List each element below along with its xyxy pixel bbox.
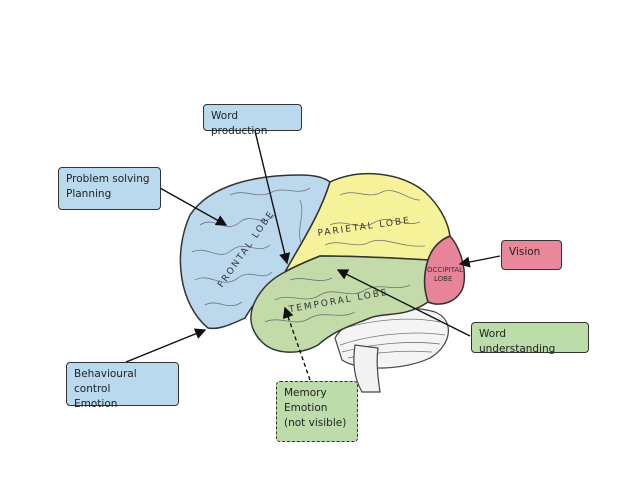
arrow-memory: [282, 306, 311, 381]
arrow-vision: [458, 255, 501, 268]
memory-box: Memory Emotion (not visible): [276, 381, 358, 442]
brain-stem: [353, 344, 381, 393]
occipital-lobe-label-2: LOBE: [434, 275, 452, 283]
arrow-problem-solving: [159, 187, 228, 226]
problem-solving-box: Problem solving Planning: [58, 167, 161, 210]
behavioural-control-box: Behavioural control Emotion: [66, 362, 179, 410]
gyri-texture: [191, 187, 426, 323]
frontal-lobe: [179, 174, 331, 330]
arrows: [125, 130, 501, 381]
occipital-lobe-label-1: OCCIPITAL: [427, 266, 463, 274]
arrow-word-understanding: [336, 269, 471, 337]
word-understanding-box: Word understanding: [471, 322, 589, 355]
temporal-lobe: [250, 255, 430, 353]
arrow-behavioural: [125, 328, 207, 363]
vision-box: Vision: [501, 240, 562, 270]
arrow-word-production: [254, 130, 291, 265]
word-production-box: Word production: [203, 104, 302, 137]
